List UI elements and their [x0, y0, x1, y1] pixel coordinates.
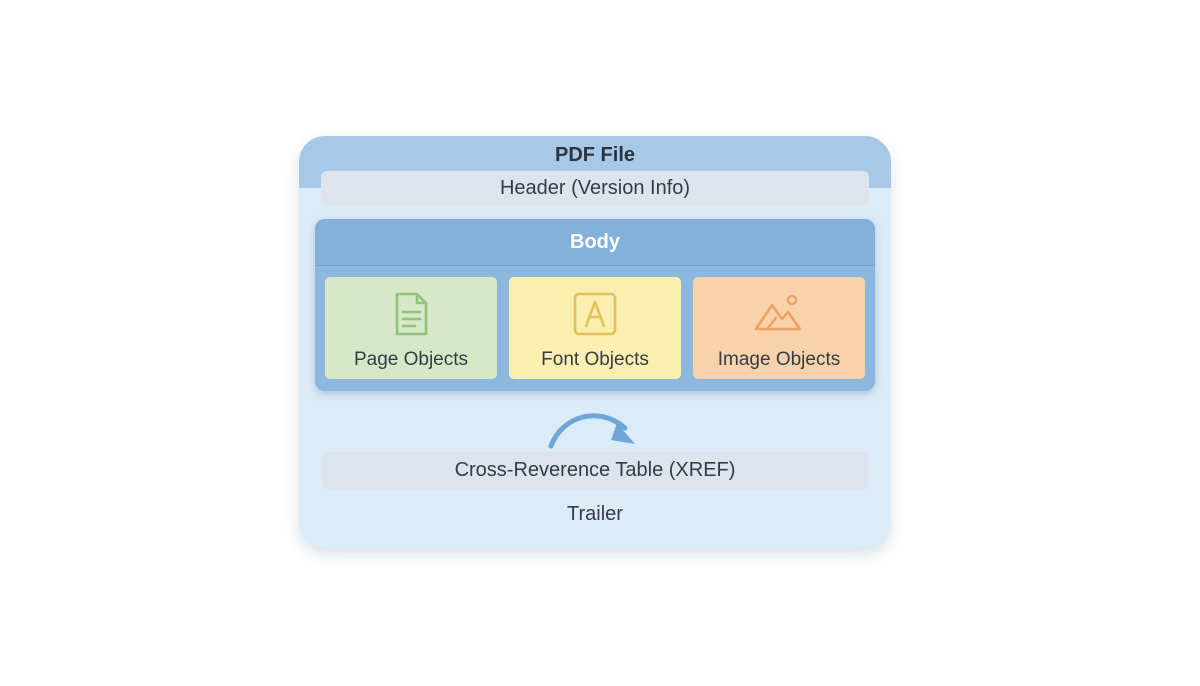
document-icon — [395, 292, 428, 336]
body-section: Body Page Objects Font Objects — [315, 219, 875, 391]
trailer-section: Trailer — [567, 503, 623, 525]
font-icon — [573, 292, 617, 336]
font-objects-card: Font Objects — [509, 277, 681, 379]
curved-arrow-icon — [548, 413, 635, 449]
pdf-file-title: PDF File — [554, 144, 635, 166]
pdf-file-container: PDF File Header (Version Info) Body Page… — [299, 136, 891, 548]
image-objects-label: Image Objects — [717, 349, 841, 370]
body-title: Body — [570, 231, 620, 253]
header-section: Header (Version Info) — [321, 171, 869, 205]
font-objects-label: Font Objects — [541, 349, 649, 370]
image-objects-card: Image Objects — [693, 277, 865, 379]
xref-section: Cross-Reverence Table (XREF) — [322, 452, 868, 489]
page-objects-label: Page Objects — [353, 349, 469, 370]
page-objects-card: Page Objects — [325, 277, 497, 379]
body-header-band — [315, 219, 875, 266]
image-icon — [754, 294, 802, 331]
